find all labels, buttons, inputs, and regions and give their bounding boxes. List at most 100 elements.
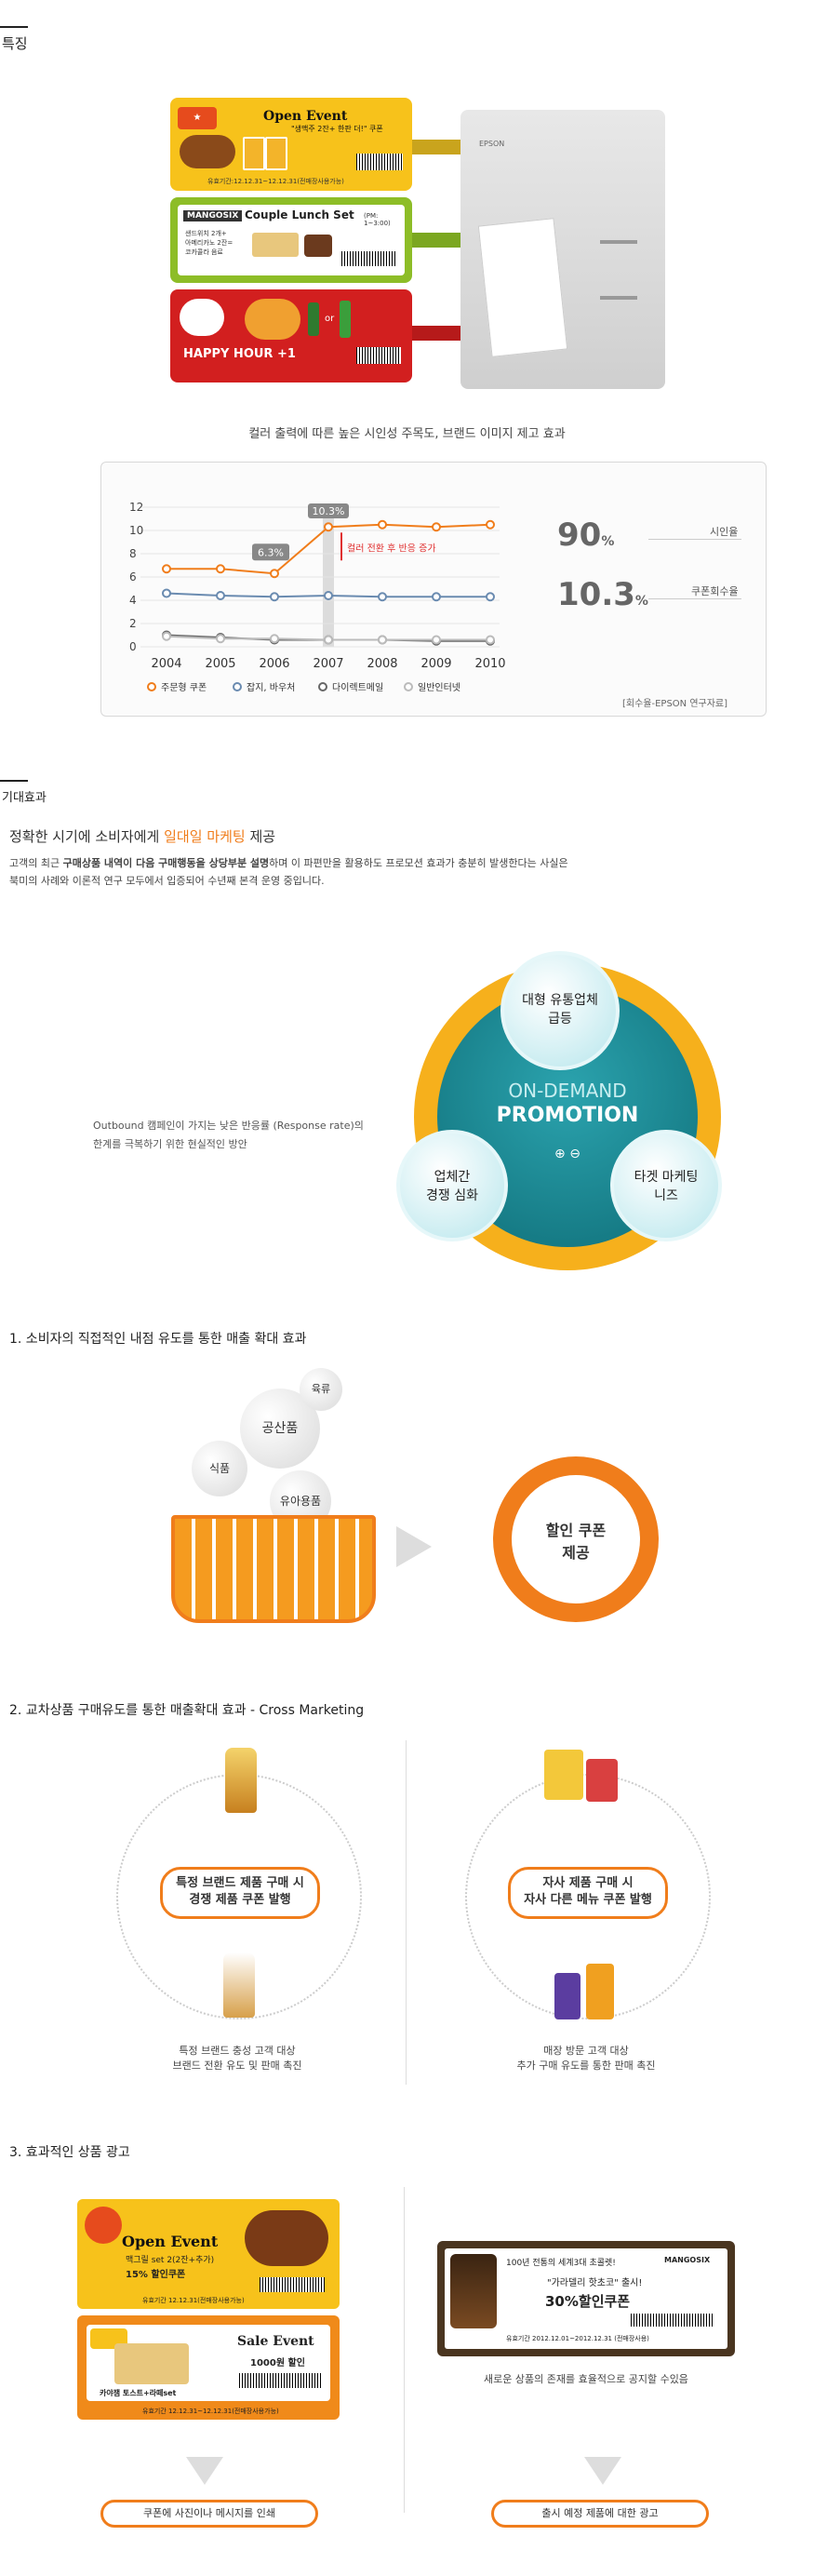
coupon-subtitle: (PM: 1~3:00) <box>364 212 391 227</box>
barcode <box>341 251 397 266</box>
sale-event-coupon: Sale Event 1000원 할인 카야잼 토스트+라떼set 유효기간 1… <box>77 2315 340 2420</box>
annotation-box <box>252 543 289 561</box>
can-image <box>554 1973 580 2019</box>
data-point <box>324 635 333 645</box>
mascot-logo <box>85 2207 122 2244</box>
coupon-validity: 유효기간:12.12.31~12.12.31(전매장사용가능) <box>207 178 344 185</box>
x-tick-label: 2005 <box>205 657 235 671</box>
data-point <box>216 634 225 644</box>
coupon-text: "가라델리 핫초코" 출시! <box>547 2278 643 2288</box>
y-tick-label: 6 <box>129 570 137 584</box>
food-image <box>245 299 300 340</box>
drink-bottle-image <box>586 1964 614 2019</box>
divider <box>406 1740 407 2085</box>
legend-label: 잡지, 바우처 <box>247 682 295 693</box>
data-point <box>324 591 333 600</box>
subheading-highlight: 일대일 마케팅 <box>164 828 246 845</box>
pill-text: 특정 브랜드 제품 구매 시 <box>176 1876 304 1890</box>
open-event-coupon: Open Event 맥그릴 set 2(2잔+추가) 15% 할인쿠폰 유효기… <box>77 2199 340 2309</box>
pill-print-message: 쿠폰에 사진이나 메시지를 인쇄 <box>100 2500 318 2528</box>
printer-brand: EPSON <box>479 140 505 148</box>
sandwich-image <box>252 233 299 257</box>
data-point <box>216 564 225 574</box>
beer-glass-image <box>265 137 287 170</box>
y-tick-label: 12 <box>129 501 143 514</box>
coupon-text: 샌드위치 2개+ <box>185 230 227 237</box>
food-plate-image <box>245 2210 328 2266</box>
x-tick-label: 2009 <box>420 657 451 671</box>
arrow-down-icon <box>186 2457 223 2485</box>
printer-slot <box>600 240 637 244</box>
center-subtitle: PROMOTION <box>496 1104 639 1127</box>
printed-coupon-image <box>477 218 568 357</box>
annotation-label: 10.3% <box>313 505 345 517</box>
coupon-yellow: ★ Open Event "생맥주 2잔+ 한판 더!" 쿠폰 유효기간:12.… <box>170 98 412 191</box>
coupon-text: 100년 전통의 세계3대 초콜렛! <box>506 2259 616 2268</box>
description: 고객의 최근 구매상품 내역이 다음 구매행동을 상당부분 설명하며 이 파편만… <box>9 854 568 890</box>
beer-glass-image <box>243 137 265 170</box>
desc-bold: 구매상품 내역이 다음 구매행동을 상당부분 설명 <box>62 857 270 869</box>
coupon-text: 코카콜라 음료 <box>185 248 223 256</box>
section-marker <box>0 26 28 28</box>
bubble-target-marketing: 타겟 마케팅 니즈 <box>610 1130 722 1241</box>
hot-chocolate-image <box>450 2254 497 2328</box>
x-tick-label: 2007 <box>313 657 343 671</box>
y-tick-label: 2 <box>129 617 137 630</box>
data-point <box>162 564 171 574</box>
mascot-image <box>180 299 224 336</box>
y-tick-label: 10 <box>129 524 143 537</box>
x-tick-label: 2004 <box>151 657 181 671</box>
stat-unit: % <box>634 594 648 609</box>
desc-text: 하며 이 파편만을 활용하도 프로모션 효과가 충분히 발생한다는 사실은 <box>269 857 568 869</box>
mangosix-logo: MANGOSIX <box>664 2256 711 2264</box>
shopping-basket-image <box>171 1515 376 1623</box>
coupon-text: 아메리카노 2잔= <box>185 239 234 247</box>
bubble-text: 타겟 마케팅 <box>634 1170 699 1185</box>
coupon-red: or HAPPY HOUR +1 <box>170 289 412 382</box>
bubble-text: 대형 유통업체 <box>522 993 598 1008</box>
ring-text: 할인 쿠폰 <box>545 1522 607 1539</box>
subheading: 정확한 시기에 소비자에게 일대일 마케팅 제공 <box>9 826 275 846</box>
coupon-text: 맥그릴 set 2(2잔+추가) <box>126 2256 215 2265</box>
caption-text: 추가 구매 유도를 통한 판매 촉진 <box>516 2059 656 2072</box>
x-tick-label: 2008 <box>367 657 397 671</box>
pill-text: 자사 제품 구매 시 <box>542 1876 634 1890</box>
tea-bottle-image <box>225 1748 257 1813</box>
data-point <box>486 635 495 645</box>
section-title-effects: 기대효과 <box>2 791 47 805</box>
ring-text: 제공 <box>562 1544 590 1562</box>
pill-upcoming-ad: 출시 예정 제품에 대한 광고 <box>491 2500 709 2528</box>
food-plate-image <box>180 135 235 168</box>
y-tick-label: 4 <box>129 594 137 607</box>
y-tick-label: 8 <box>129 547 137 560</box>
data-point <box>270 569 279 579</box>
coupon-title: Sale Event <box>237 2334 314 2349</box>
coupon-title: Open Event <box>122 2233 219 2250</box>
y-tick-label: 0 <box>129 640 137 653</box>
section-title-3: 3. 효과적인 상품 광고 <box>9 2145 130 2160</box>
barcode <box>356 154 403 170</box>
chart-source: [회수율-EPSON 연구자료] <box>622 699 728 709</box>
mascot-logo: ★ <box>178 107 217 129</box>
coupon-title: HAPPY HOUR +1 <box>183 347 296 361</box>
section-title-features: 특징 <box>2 35 28 52</box>
bubble-text: 니즈 <box>654 1188 678 1203</box>
discount-coupon-ring: 할인 쿠폰 제공 <box>493 1456 659 1622</box>
coupon-text: "생맥주 2잔+ 한판 더!" 쿠폰 <box>291 125 383 133</box>
snack-bag-image <box>586 1759 618 1802</box>
toast-image <box>114 2343 189 2384</box>
left-note: Outbound 캠페인이 가지는 낮은 반응률 (Response rate)… <box>93 1117 364 1154</box>
coupon-validity: 유효기간 12.12.31(전매장사용가능) <box>142 2297 245 2304</box>
hero-caption: 컬러 출력에 따른 높은 시인성 주목도, 브랜드 이미지 제고 효과 <box>248 427 566 441</box>
pill-competitor-coupon: 특정 브랜드 제품 구매 시 경쟁 제품 쿠폰 발행 <box>160 1867 320 1919</box>
legend-marker <box>404 682 413 691</box>
bubble-food: 식품 <box>192 1441 247 1496</box>
legend-label: 다이렉트메일 <box>332 682 383 693</box>
subheading-text: 제공 <box>245 828 276 845</box>
coupon-validity: 유효기간 12.12.31~12.12.31(전매장사용가능) <box>142 2408 279 2415</box>
divider <box>404 2187 405 2513</box>
annotation-box <box>308 503 349 518</box>
arrow-right-icon <box>396 1526 432 1567</box>
data-point <box>270 592 279 602</box>
